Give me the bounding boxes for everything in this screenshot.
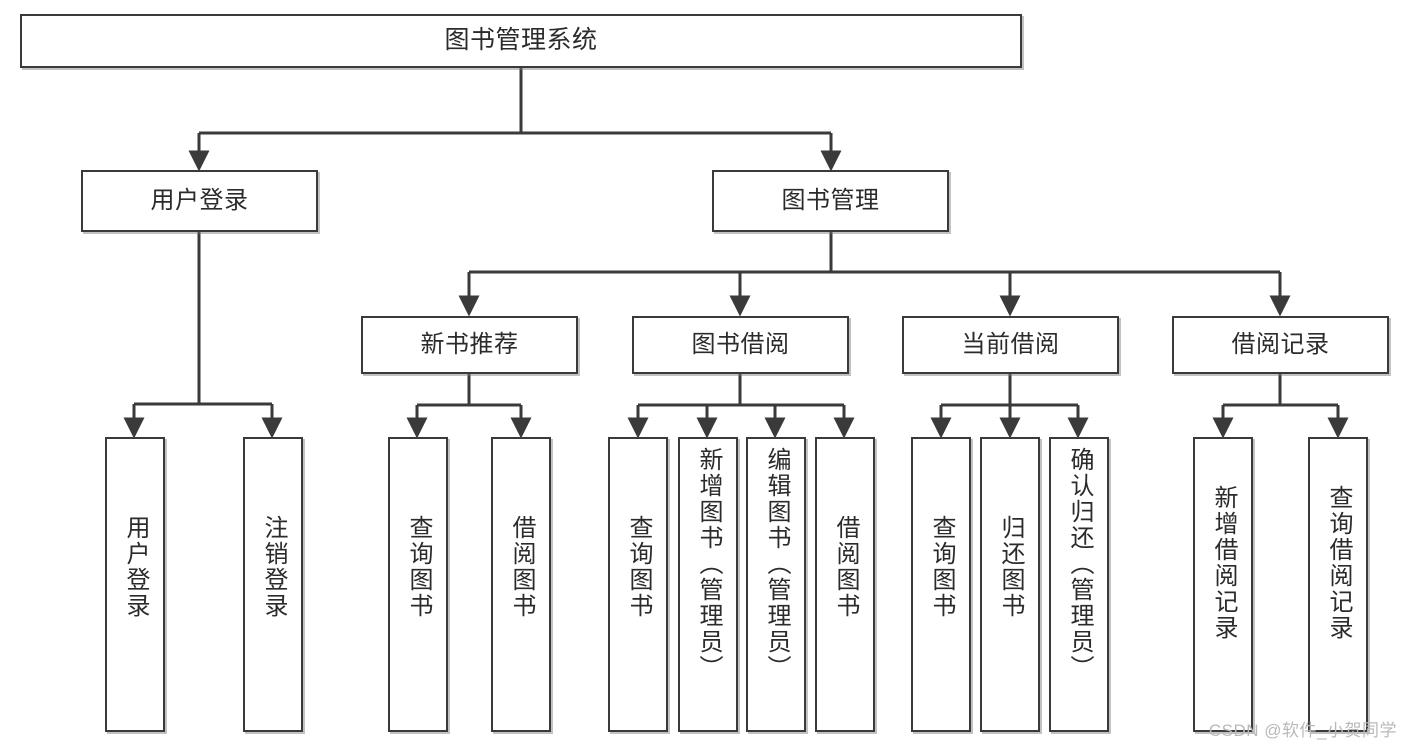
node-book-manage-label: 图书管理 [781, 186, 880, 214]
node-user-login[interactable]: 用户登录 [81, 170, 318, 232]
leaf-record-query-label: 查询借阅记录 [1325, 485, 1352, 641]
node-current-borrow-label: 当前借阅 [961, 330, 1060, 358]
node-root-system-label: 图书管理系统 [444, 26, 598, 55]
leaf-borrow-edit-book-label: 编辑图书（管理员） [763, 447, 790, 681]
leaf-logout[interactable]: 注销登录 [243, 437, 303, 732]
leaf-current-query-book[interactable]: 查询图书 [911, 437, 971, 732]
leaf-current-confirm-return[interactable]: 确认归还（管理员） [1049, 437, 1109, 732]
node-user-login-label: 用户登录 [150, 186, 249, 214]
node-book-manage[interactable]: 图书管理 [712, 170, 949, 232]
node-root-system[interactable]: 图书管理系统 [20, 14, 1022, 68]
leaf-recommend-borrow-book-label: 借阅图书 [508, 515, 535, 619]
leaf-recommend-borrow-book[interactable]: 借阅图书 [491, 437, 551, 732]
leaf-recommend-query-book[interactable]: 查询图书 [388, 437, 448, 732]
node-borrow-record-label: 借阅记录 [1231, 330, 1330, 358]
node-book-borrow[interactable]: 图书借阅 [632, 316, 849, 374]
leaf-recommend-query-book-label: 查询图书 [405, 515, 432, 619]
node-new-book-recommend-label: 新书推荐 [420, 330, 519, 358]
leaf-borrow-query-book-label: 查询图书 [625, 515, 652, 619]
watermark-text: CSDN @软件_小贺同学 [1208, 721, 1397, 740]
leaf-current-return-book-label: 归还图书 [997, 515, 1024, 619]
leaf-record-query[interactable]: 查询借阅记录 [1308, 437, 1368, 732]
leaf-current-query-book-label: 查询图书 [928, 515, 955, 619]
leaf-borrow-add-book[interactable]: 新增图书（管理员） [678, 437, 738, 732]
leaf-record-add[interactable]: 新增借阅记录 [1193, 437, 1253, 732]
leaf-current-confirm-return-label: 确认归还（管理员） [1066, 447, 1093, 681]
leaf-borrow-borrow-book-label: 借阅图书 [832, 515, 859, 619]
leaf-borrow-edit-book[interactable]: 编辑图书（管理员） [746, 437, 806, 732]
node-new-book-recommend[interactable]: 新书推荐 [361, 316, 578, 374]
leaf-record-add-label: 新增借阅记录 [1210, 485, 1237, 641]
node-current-borrow[interactable]: 当前借阅 [902, 316, 1119, 374]
leaf-user-login-label: 用户登录 [122, 515, 149, 619]
leaf-borrow-query-book[interactable]: 查询图书 [608, 437, 668, 732]
leaf-user-login[interactable]: 用户登录 [105, 437, 165, 732]
leaf-logout-label: 注销登录 [260, 515, 287, 619]
node-borrow-record[interactable]: 借阅记录 [1172, 316, 1389, 374]
node-book-borrow-label: 图书借阅 [691, 330, 790, 358]
leaf-borrow-borrow-book[interactable]: 借阅图书 [815, 437, 875, 732]
leaf-borrow-add-book-label: 新增图书（管理员） [695, 447, 722, 681]
leaf-current-return-book[interactable]: 归还图书 [980, 437, 1040, 732]
